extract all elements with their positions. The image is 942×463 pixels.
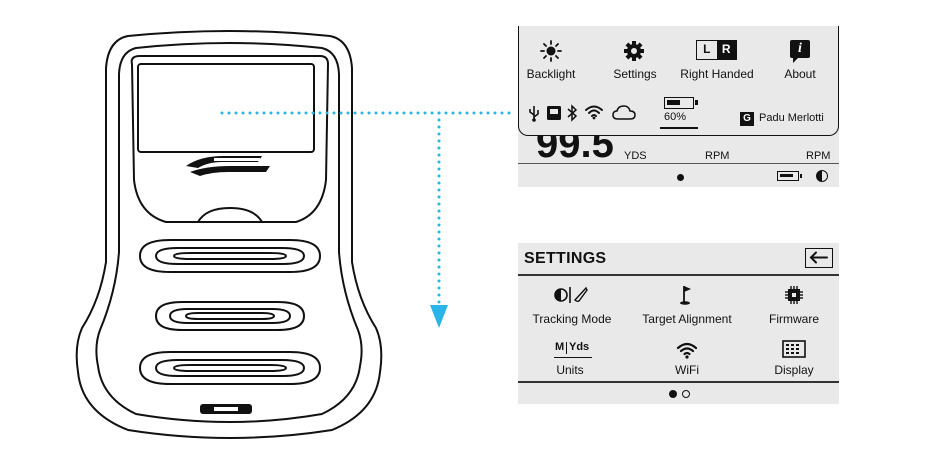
settings-label-units[interactable]: Units (556, 363, 584, 377)
behind-battery-icon (777, 171, 802, 181)
screen-bezel (130, 55, 329, 223)
pointer-arrowhead (430, 305, 448, 328)
user-badge: G (740, 112, 754, 126)
device-inner-face (95, 42, 363, 423)
quick-menu-label-handedness[interactable]: Right Handed (680, 67, 754, 81)
bluetooth-icon (567, 104, 578, 122)
battery-fill (667, 100, 680, 105)
user-name[interactable]: Padu Merlotti (759, 112, 824, 124)
settings-label-display[interactable]: Display (774, 363, 814, 377)
settings-page-dot-1[interactable] (669, 390, 677, 398)
cloud-icon (612, 105, 636, 120)
units-icon[interactable]: M Yds (554, 341, 592, 358)
sun-icon[interactable] (540, 40, 562, 62)
settings-label-target-alignment[interactable]: Target Alignment (642, 312, 732, 326)
units-icon-yds: Yds (569, 341, 590, 353)
behind-rpm-1: RPM (705, 150, 730, 162)
battery-percent: 60% (664, 111, 687, 123)
behind-rpm-2: RPM (806, 150, 831, 162)
device-logo (186, 156, 270, 176)
quick-menu-label-backlight[interactable]: Backlight (526, 67, 576, 81)
settings-title: SETTINGS (524, 250, 607, 267)
usb-icon (529, 106, 539, 122)
settings-page-dot-2[interactable] (682, 390, 690, 398)
device-outer-shell (75, 30, 383, 439)
left-letter: L (703, 42, 711, 56)
display-icon[interactable] (782, 340, 806, 358)
settings-screen (518, 243, 839, 404)
device-screen (137, 63, 315, 153)
chip-icon[interactable] (784, 286, 804, 304)
quick-menu-label-settings[interactable]: Settings (613, 67, 657, 81)
back-arrow-icon (809, 251, 828, 264)
ball-club-icon[interactable] (553, 286, 589, 304)
settings-label-wifi[interactable]: WiFi (675, 363, 699, 377)
info-glyph: i (798, 41, 802, 56)
settings-label-tracking-mode[interactable]: Tracking Mode (532, 312, 612, 326)
gear-icon[interactable] (623, 40, 645, 62)
behind-unit: YDS (624, 150, 647, 162)
wifi-icon (585, 105, 603, 120)
battery-underline (660, 127, 698, 129)
pointer-lines (220, 111, 516, 306)
device-button-middle (155, 301, 305, 331)
settings-wifi-icon[interactable] (676, 341, 698, 359)
behind-page-dot[interactable] (677, 174, 684, 181)
quick-menu-label-about[interactable]: About (784, 67, 816, 81)
storage-icon (547, 106, 561, 120)
behind-contrast-icon[interactable] (816, 170, 828, 182)
settings-label-firmware[interactable]: Firmware (769, 312, 819, 326)
flag-icon[interactable] (678, 284, 694, 306)
units-icon-m: M (555, 341, 565, 353)
settings-back-button[interactable] (805, 248, 833, 268)
settings-bottom-divider (518, 381, 839, 383)
behind-divider (518, 163, 839, 164)
left-right-icon[interactable]: L R (696, 40, 737, 60)
info-icon[interactable]: i (790, 40, 810, 63)
right-letter: R (716, 41, 736, 59)
device-button-top (139, 239, 321, 273)
settings-title-divider (518, 274, 839, 276)
device-button-bottom (139, 351, 321, 385)
battery-icon (664, 97, 698, 109)
